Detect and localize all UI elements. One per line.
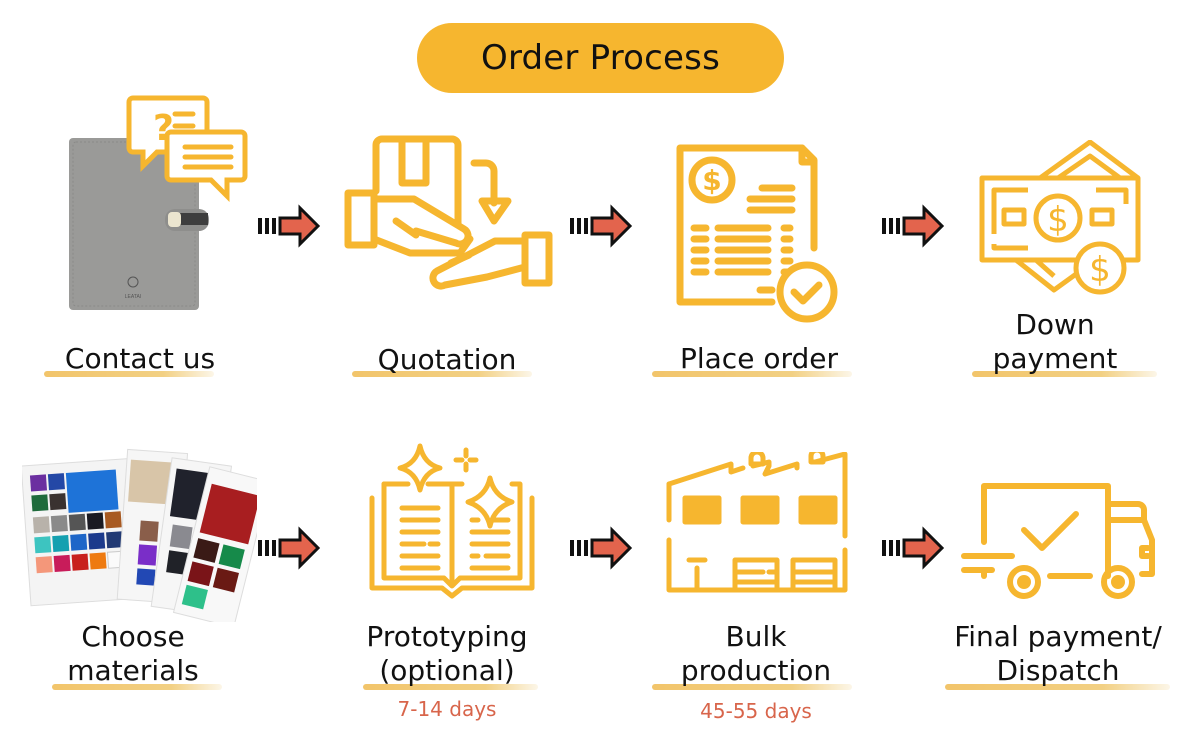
arrow-right-icon <box>254 524 324 574</box>
hands-exchange-box-icon <box>342 135 557 300</box>
arrow-right-icon <box>878 202 948 252</box>
label-underline <box>44 371 214 377</box>
open-book-sparkle-icon <box>368 438 538 608</box>
label-underline <box>352 371 532 377</box>
notebook-with-chat-bubbles-icon: LEATAI ? <box>55 92 255 317</box>
step-label-quotation: Quotation <box>377 343 517 376</box>
arrow-right-icon <box>566 524 636 574</box>
svg-text:$: $ <box>1047 200 1069 240</box>
material-swatches-icon <box>20 432 271 628</box>
order-process-title: Order Process <box>417 23 784 93</box>
money-bills-icon: $ $ <box>978 139 1143 300</box>
step-label-down-payment: Down payment <box>992 308 1118 375</box>
step-label-bulk-production: Bulk production <box>680 620 832 687</box>
step-label-prototyping: Prototyping (optional) <box>366 620 528 687</box>
factory-icon <box>663 447 858 597</box>
label-underline <box>945 684 1170 690</box>
delivery-truck-icon <box>960 478 1160 603</box>
label-underline <box>972 371 1157 377</box>
step-label-final-payment-dispatch: Final payment/ Dispatch <box>954 620 1162 687</box>
label-underline <box>363 684 538 690</box>
label-underline <box>652 684 852 690</box>
label-underline <box>52 684 222 690</box>
notebook-brand: LEATAI <box>125 294 142 300</box>
duration-prototyping: 7-14 days <box>397 697 497 721</box>
title-text: Order Process <box>480 38 720 78</box>
svg-text:$: $ <box>1089 250 1111 290</box>
invoice-check-icon: $ <box>672 140 842 325</box>
arrow-right-icon <box>566 202 636 252</box>
step-label-choose-materials: Choose materials <box>67 620 199 687</box>
step-label-contact-us: Contact us <box>64 342 216 375</box>
label-underline <box>652 371 852 377</box>
step-label-place-order: Place order <box>679 342 838 375</box>
arrow-right-icon <box>254 202 324 252</box>
svg-text:$: $ <box>702 164 721 197</box>
duration-bulk-production: 45-55 days <box>700 699 812 723</box>
arrow-right-icon <box>878 524 948 574</box>
